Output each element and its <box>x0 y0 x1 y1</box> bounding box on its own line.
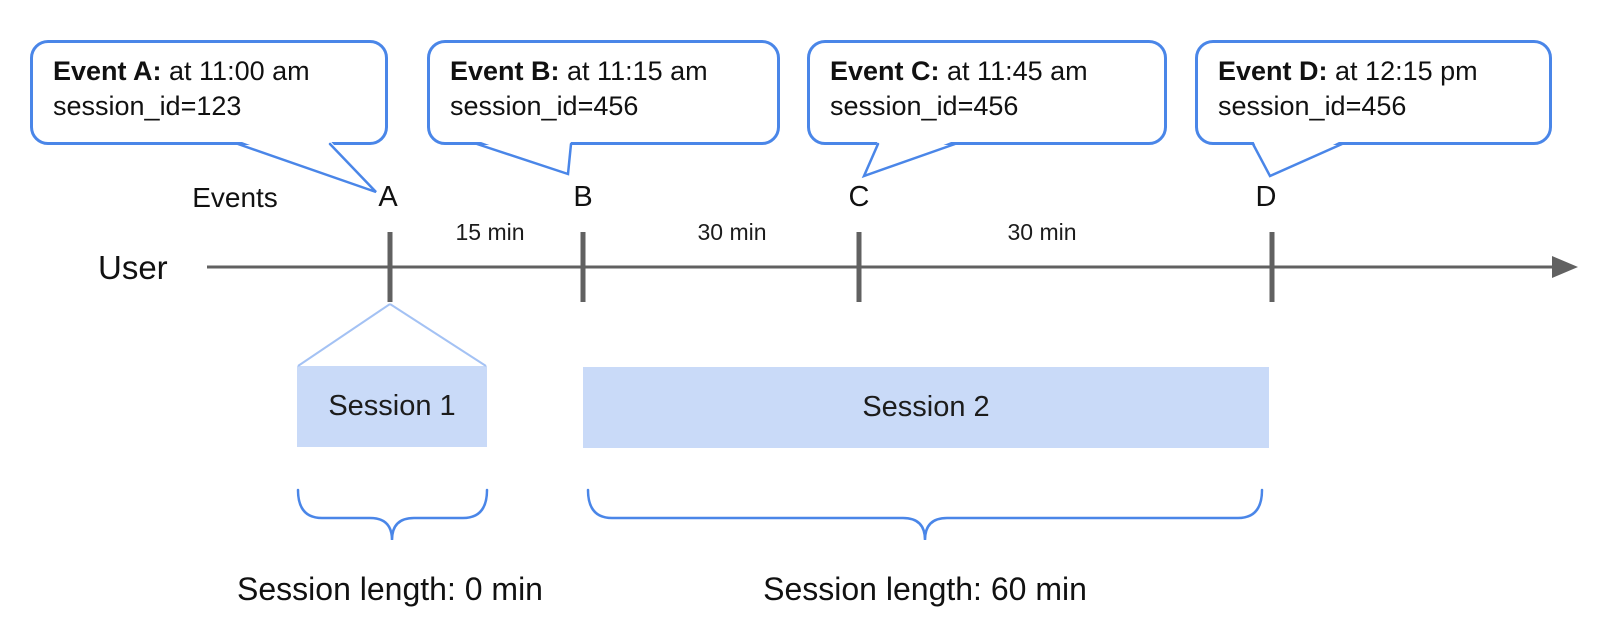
event-b-session-id: session_id=456 <box>450 91 639 121</box>
session-1-funnel-right-line <box>389 303 487 367</box>
session-1-length-label: Session length: 0 min <box>237 571 543 607</box>
session-1-label: Session 1 <box>328 390 456 422</box>
events-axis-label: Events <box>192 182 278 213</box>
user-timeline-label: User <box>98 249 168 286</box>
interval-a-b-label: 15 min <box>455 219 525 245</box>
session-1-brace <box>296 488 489 541</box>
event-tick-label-c: C <box>848 181 870 213</box>
event-a-session-id: session_id=123 <box>53 91 242 121</box>
event-d-name: Event D: <box>1218 56 1328 86</box>
event-b-name: Event B: <box>450 56 560 86</box>
event-c-session-id: session_id=456 <box>830 91 1019 121</box>
event-d-session-id: session_id=456 <box>1218 91 1407 121</box>
session-2-length-label: Session length: 60 min <box>763 571 1087 607</box>
session-2-bar: Session 2 <box>583 367 1269 448</box>
event-b-callout: Event B: at 11:15 am session_id=456 <box>427 40 780 145</box>
event-b-time: at 11:15 am <box>559 56 708 86</box>
event-a-callout: Event A: at 11:00 am session_id=123 <box>30 40 388 145</box>
session-1-funnel-left-line <box>297 303 391 367</box>
event-a-time: at 11:00 am <box>161 56 310 86</box>
session-2-label: Session 2 <box>862 391 990 423</box>
event-d-title-line: Event D: at 12:15 pm <box>1218 54 1539 89</box>
event-c-callout-tail <box>861 140 957 179</box>
session-2-brace <box>586 488 1264 541</box>
interval-c-d-label: 30 min <box>1007 219 1077 245</box>
event-b-callout-tail <box>475 140 573 176</box>
event-b-title-line: Event B: at 11:15 am <box>450 54 767 89</box>
event-a-name: Event A: <box>53 56 162 86</box>
event-d-callout: Event D: at 12:15 pm session_id=456 <box>1195 40 1552 145</box>
interval-b-c-label: 30 min <box>697 219 767 245</box>
event-tick-label-d: D <box>1255 181 1277 213</box>
event-tick-label-b: B <box>573 181 593 213</box>
session-1-bar: Session 1 <box>297 366 487 447</box>
event-tick-label-a: A <box>378 181 398 213</box>
event-c-callout: Event C: at 11:45 am session_id=456 <box>807 40 1167 145</box>
event-c-time: at 11:45 am <box>939 56 1088 86</box>
event-d-time: at 12:15 pm <box>1327 56 1478 86</box>
event-c-title-line: Event C: at 11:45 am <box>830 54 1154 89</box>
event-a-title-line: Event A: at 11:00 am <box>53 54 375 89</box>
event-c-name: Event C: <box>830 56 940 86</box>
timeline-arrowhead-icon <box>1552 256 1578 278</box>
event-d-callout-tail <box>1251 140 1344 178</box>
